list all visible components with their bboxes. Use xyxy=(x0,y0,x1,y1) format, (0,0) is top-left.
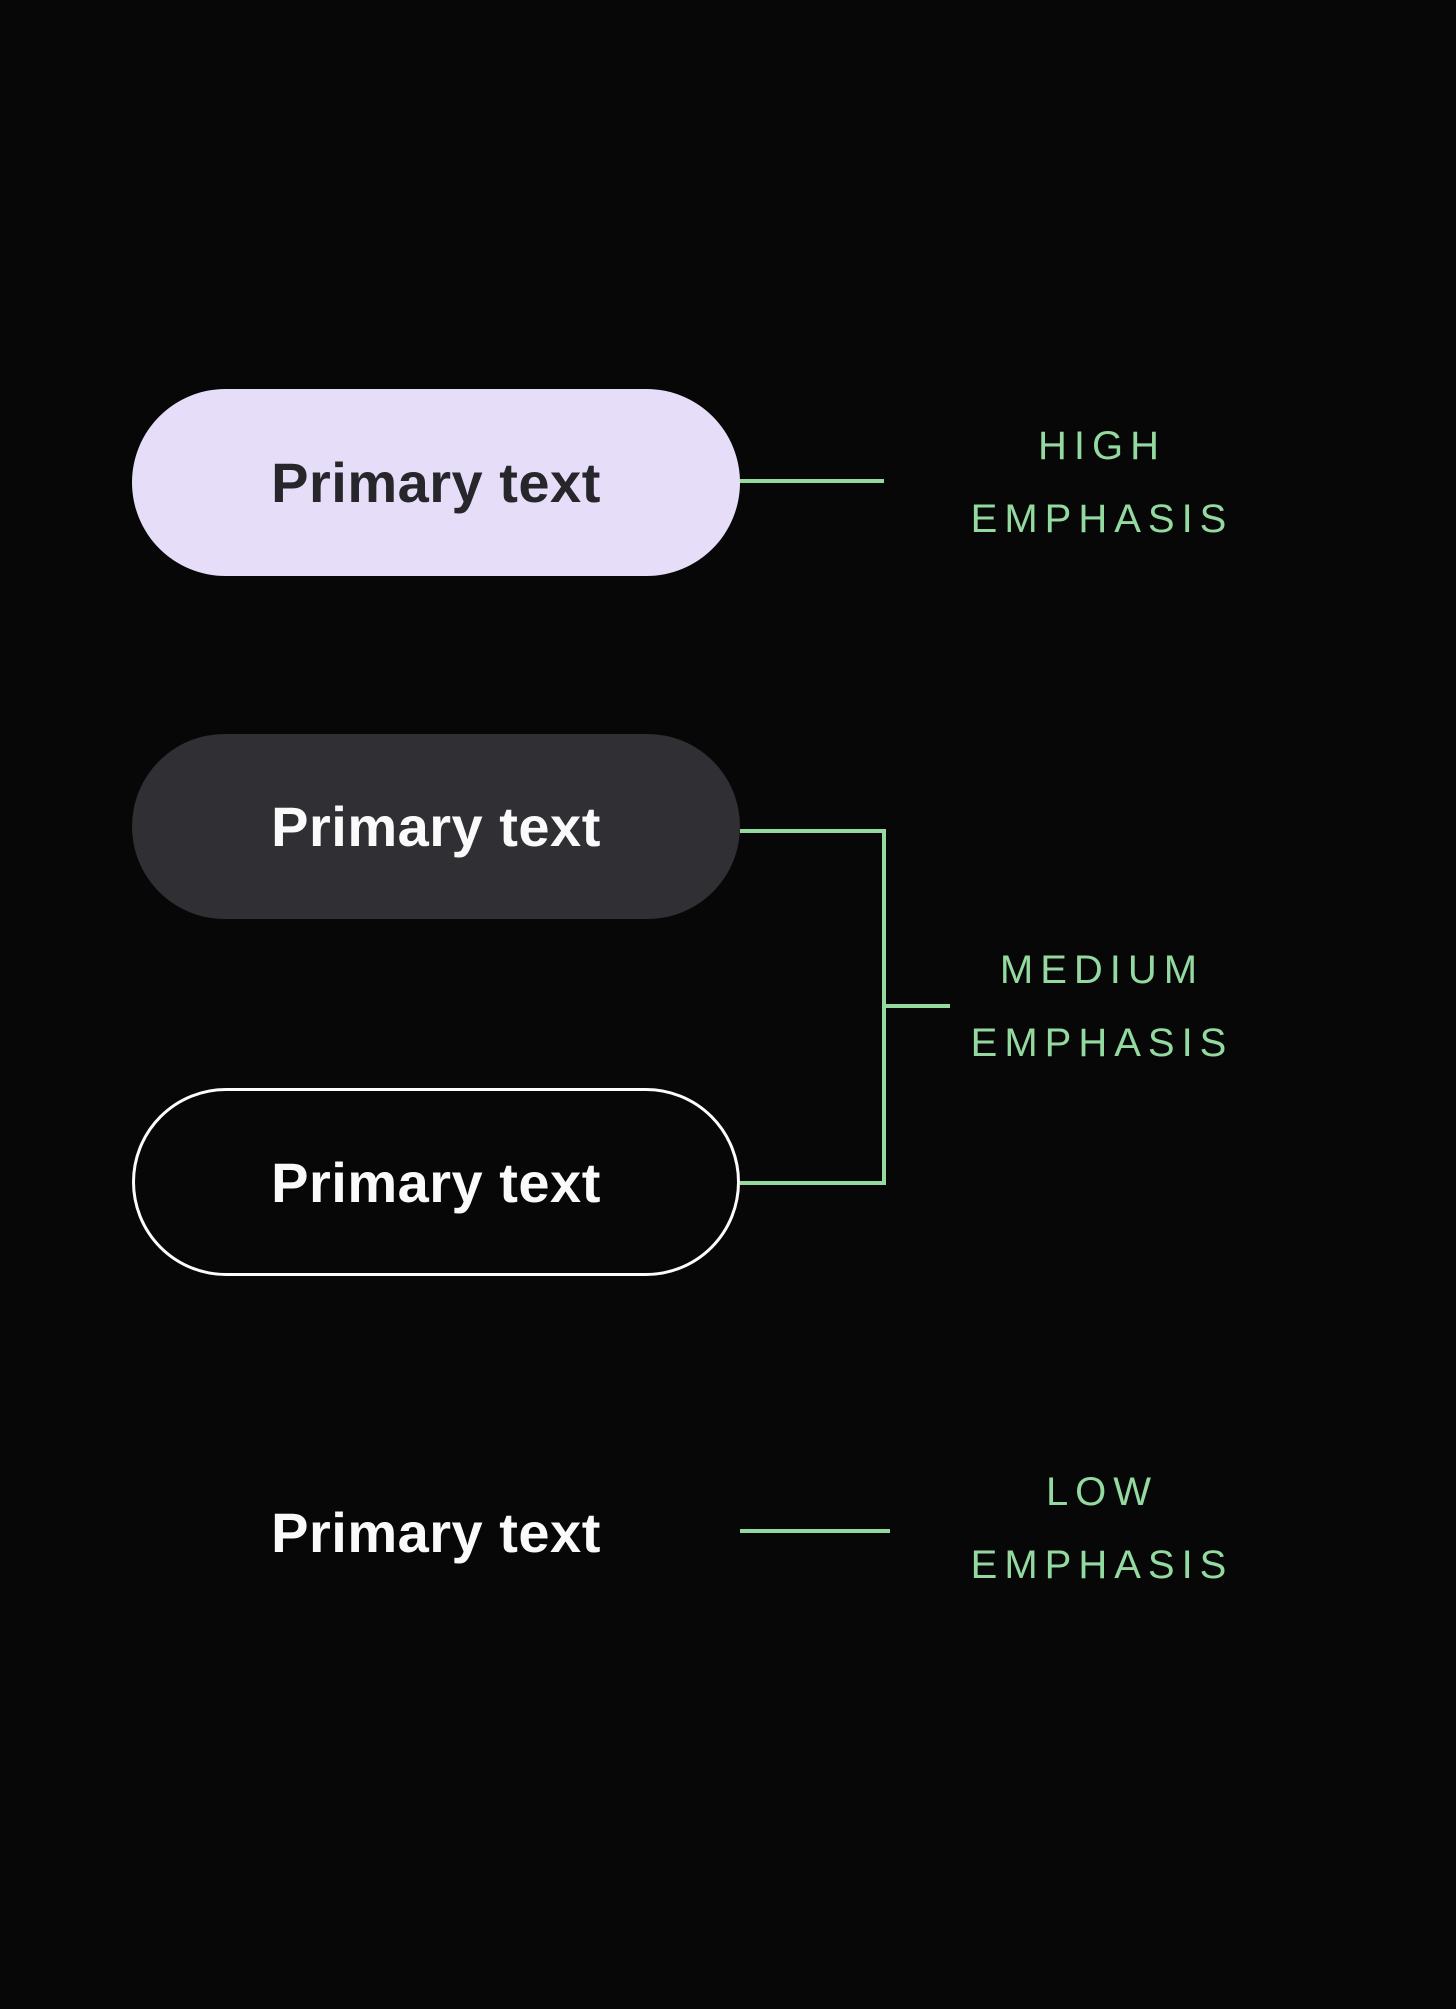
outlined-button[interactable]: Primary text xyxy=(132,1088,740,1276)
high-emphasis-line2: EMPHASIS xyxy=(970,497,1234,541)
text-button[interactable]: Primary text xyxy=(132,1497,740,1567)
filled-button-label: Primary text xyxy=(271,451,601,514)
medium-emphasis-line1: MEDIUM xyxy=(999,948,1205,992)
high-emphasis-label: HIGH EMPHASIS xyxy=(920,410,1284,556)
low-emphasis-label: LOW EMPHASIS xyxy=(920,1456,1284,1602)
bracket-bottom-line xyxy=(740,1181,886,1185)
text-button-label: Primary text xyxy=(271,1500,601,1564)
low-emphasis-line1: LOW xyxy=(1045,1470,1159,1514)
bracket-top-line xyxy=(740,829,886,833)
low-emphasis-line2: EMPHASIS xyxy=(970,1543,1234,1587)
connector-line-high xyxy=(740,479,884,483)
bracket-stub-line xyxy=(882,1004,950,1008)
tonal-button-label: Primary text xyxy=(271,795,601,858)
connector-line-low xyxy=(740,1529,890,1533)
filled-button[interactable]: Primary text xyxy=(132,389,740,576)
outlined-button-label: Primary text xyxy=(271,1150,601,1214)
medium-emphasis-label: MEDIUM EMPHASIS xyxy=(920,934,1284,1080)
high-emphasis-line1: HIGH xyxy=(1038,424,1166,468)
tonal-button[interactable]: Primary text xyxy=(132,734,740,919)
medium-emphasis-line2: EMPHASIS xyxy=(970,1021,1234,1065)
